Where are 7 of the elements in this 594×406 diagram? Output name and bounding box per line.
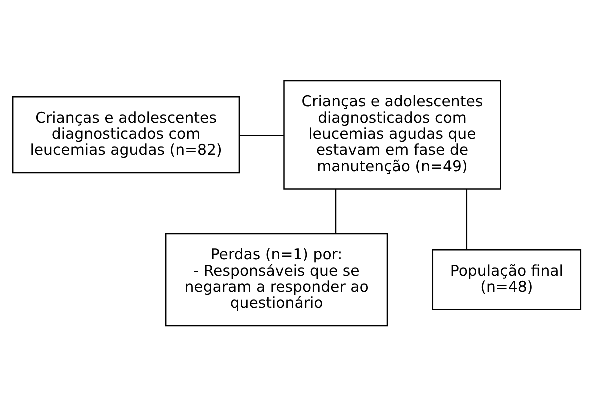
node-box: Crianças e adolescentes diagnosticados com leucemias agudas que estavam em fase de manutenção (n=49) bbox=[284, 80, 502, 190]
node-box: Crianças e adolescentes diagnosticados com leucemias agudas (n=82) bbox=[12, 96, 240, 174]
connector bbox=[335, 188, 337, 234]
node-box: População final (n=48) bbox=[432, 249, 582, 310]
node-box: Perdas (n=1) por: - Responsáveis que se negaram a responder ao questionário bbox=[165, 232, 388, 326]
connector bbox=[466, 188, 468, 250]
connector bbox=[240, 134, 284, 136]
